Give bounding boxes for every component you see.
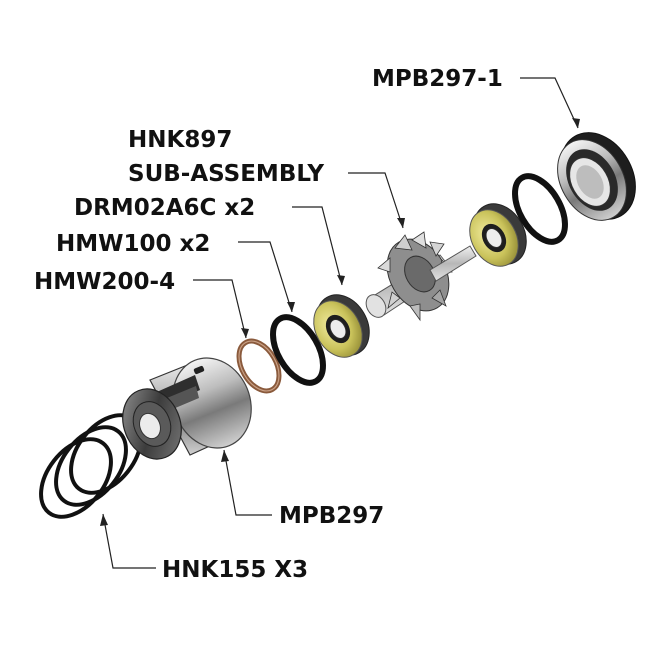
label-drm02a6c: DRM02A6C x2 [74,195,255,221]
hmw100-oring-rear [512,173,568,245]
hnk897-subassembly [365,231,477,322]
leader-hnk897 [348,172,404,229]
label-mpb297-1: MPB297-1 [372,66,503,92]
label-hnk897-line2: SUB-ASSEMBLY [128,161,324,187]
label-hnk897-line1: HNK897 [128,127,232,153]
label-hnk155: HNK155 X3 [162,557,308,583]
drm02a6c-bearing-rear [469,203,527,267]
leader-hmw100 [238,241,293,313]
drm02a6c-bearing-front [313,294,370,358]
leader-drm02a6c [292,206,343,286]
label-hmw200: HMW200-4 [34,269,175,295]
hmw200-wave-washer [236,338,282,394]
hmw100-oring-front [270,314,326,386]
leader-hmw200 [193,279,247,339]
leader-lines [100,77,580,569]
leader-hnk155 [102,513,156,569]
label-mpb297: MPB297 [279,503,384,529]
leader-mpb297 [223,449,272,516]
hnk897-turbine-rotor [377,231,453,322]
leader-mpb297-1 [520,77,579,129]
callout-labels: MPB297-1 HNK897 SUB-ASSEMBLY DRM02A6C x2… [34,66,503,583]
mpb297-housing [122,357,252,460]
mpb297-1-cap [557,132,636,221]
label-hmw100: HMW100 x2 [56,231,210,257]
